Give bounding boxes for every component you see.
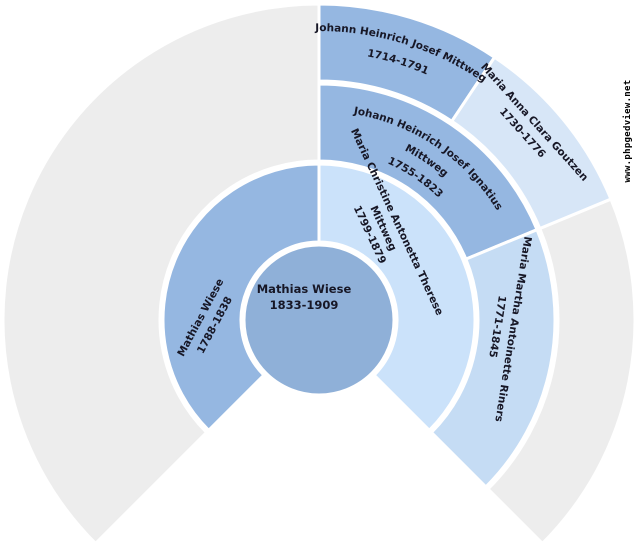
sector-mother[interactable] — [317, 162, 477, 432]
watermark-group: www.phpgedview.net — [622, 80, 633, 183]
sector-great-grandmother[interactable] — [450, 55, 613, 231]
center-person-dates: 1833-1909 — [270, 298, 339, 312]
center-person-circle[interactable] — [242, 243, 396, 397]
watermark-text: www.phpgedview.net — [622, 80, 633, 183]
center-person-name: Mathias Wiese — [257, 282, 352, 296]
center-person-label: Mathias Wiese 1833-1909 — [257, 282, 352, 312]
sector-unknown-maternal-great-grandparents[interactable] — [486, 197, 637, 545]
sector-unknown-paternal-ancestors[interactable] — [1, 2, 321, 545]
sector-maternal-grandmother[interactable] — [429, 228, 557, 489]
sector-father[interactable] — [161, 162, 321, 432]
